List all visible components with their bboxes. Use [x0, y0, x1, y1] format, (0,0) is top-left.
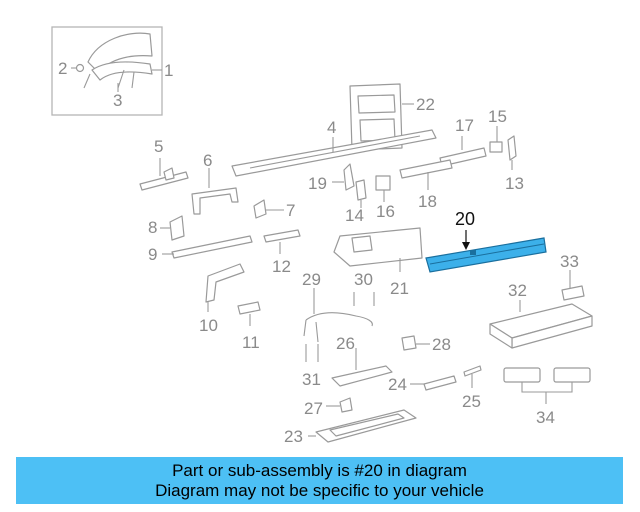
- part-29-30-31: 29 30 31: [302, 270, 375, 389]
- callout-21: 21: [390, 279, 409, 298]
- part-11: 11: [237, 301, 261, 352]
- part-18: 18: [399, 159, 453, 211]
- part-13: 13: [505, 135, 524, 193]
- part-34: 34: [503, 367, 591, 427]
- callout-33: 33: [560, 252, 579, 271]
- part-12: 12: [263, 229, 301, 276]
- part-22: 22: [349, 83, 435, 151]
- part-17: 17: [439, 116, 487, 167]
- callout-28: 28: [432, 335, 451, 354]
- callout-18: 18: [418, 192, 437, 211]
- callout-12: 12: [272, 257, 291, 276]
- part-26: 26: [331, 334, 393, 387]
- part-20-highlighted: 20: [425, 209, 547, 273]
- inset-box: 2 1 3: [51, 26, 173, 116]
- part-7: 7: [253, 199, 295, 220]
- callout-27: 27: [304, 399, 323, 418]
- callout-1: 1: [164, 61, 173, 80]
- part-5: 5: [139, 137, 189, 191]
- part-10: 10: [199, 263, 245, 335]
- callout-10: 10: [199, 316, 218, 335]
- part-32: 32: [489, 281, 593, 349]
- callout-26: 26: [336, 334, 355, 353]
- callout-4: 4: [327, 118, 336, 137]
- part-19: 19: [308, 163, 355, 193]
- part-15: 15: [488, 107, 507, 153]
- callout-11: 11: [242, 333, 260, 352]
- callout-13: 13: [505, 174, 524, 193]
- callout-14: 14: [345, 206, 364, 225]
- callout-19: 19: [308, 174, 327, 193]
- callout-8: 8: [148, 218, 157, 237]
- callout-2: 2: [58, 59, 67, 78]
- part-24: 24: [388, 375, 457, 394]
- callout-32: 32: [508, 281, 527, 300]
- callout-3: 3: [113, 91, 122, 110]
- callout-24: 24: [388, 375, 407, 394]
- part-25: 25: [462, 365, 482, 411]
- part-27: 27: [304, 397, 353, 418]
- part-16: 16: [375, 175, 395, 221]
- callout-6: 6: [203, 151, 212, 170]
- banner-line-2: Diagram may not be specific to your vehi…: [155, 480, 484, 500]
- part-21: 21: [333, 227, 423, 298]
- callout-29: 29: [302, 270, 321, 289]
- callout-25: 25: [462, 392, 481, 411]
- part-23: 23: [284, 409, 417, 446]
- banner-line-1: Part or sub-assembly is #20 in diagram: [172, 460, 467, 480]
- callout-16: 16: [376, 202, 395, 221]
- callout-23: 23: [284, 427, 303, 446]
- callout-17: 17: [455, 116, 474, 135]
- callout-5: 5: [154, 137, 163, 156]
- callout-20: 20: [455, 209, 475, 229]
- info-banner: Part or sub-assembly is #20 in diagram D…: [16, 457, 623, 504]
- part-28: 28: [401, 335, 451, 354]
- part-8: 8: [148, 215, 185, 241]
- callout-15: 15: [488, 107, 507, 126]
- callout-7: 7: [286, 201, 295, 220]
- callout-22: 22: [416, 95, 435, 114]
- part-33: 33: [560, 252, 585, 301]
- part-9: 9: [148, 235, 253, 264]
- part-4: 4: [231, 118, 437, 177]
- callout-9: 9: [148, 245, 157, 264]
- part-6: 6: [191, 151, 239, 215]
- part-14: 14: [345, 179, 367, 225]
- callout-31: 31: [302, 370, 321, 389]
- callout-34: 34: [536, 408, 555, 427]
- callout-30: 30: [354, 270, 373, 289]
- parts-diagram: 2 1 3 22 4 17 15 13 5: [51, 26, 593, 446]
